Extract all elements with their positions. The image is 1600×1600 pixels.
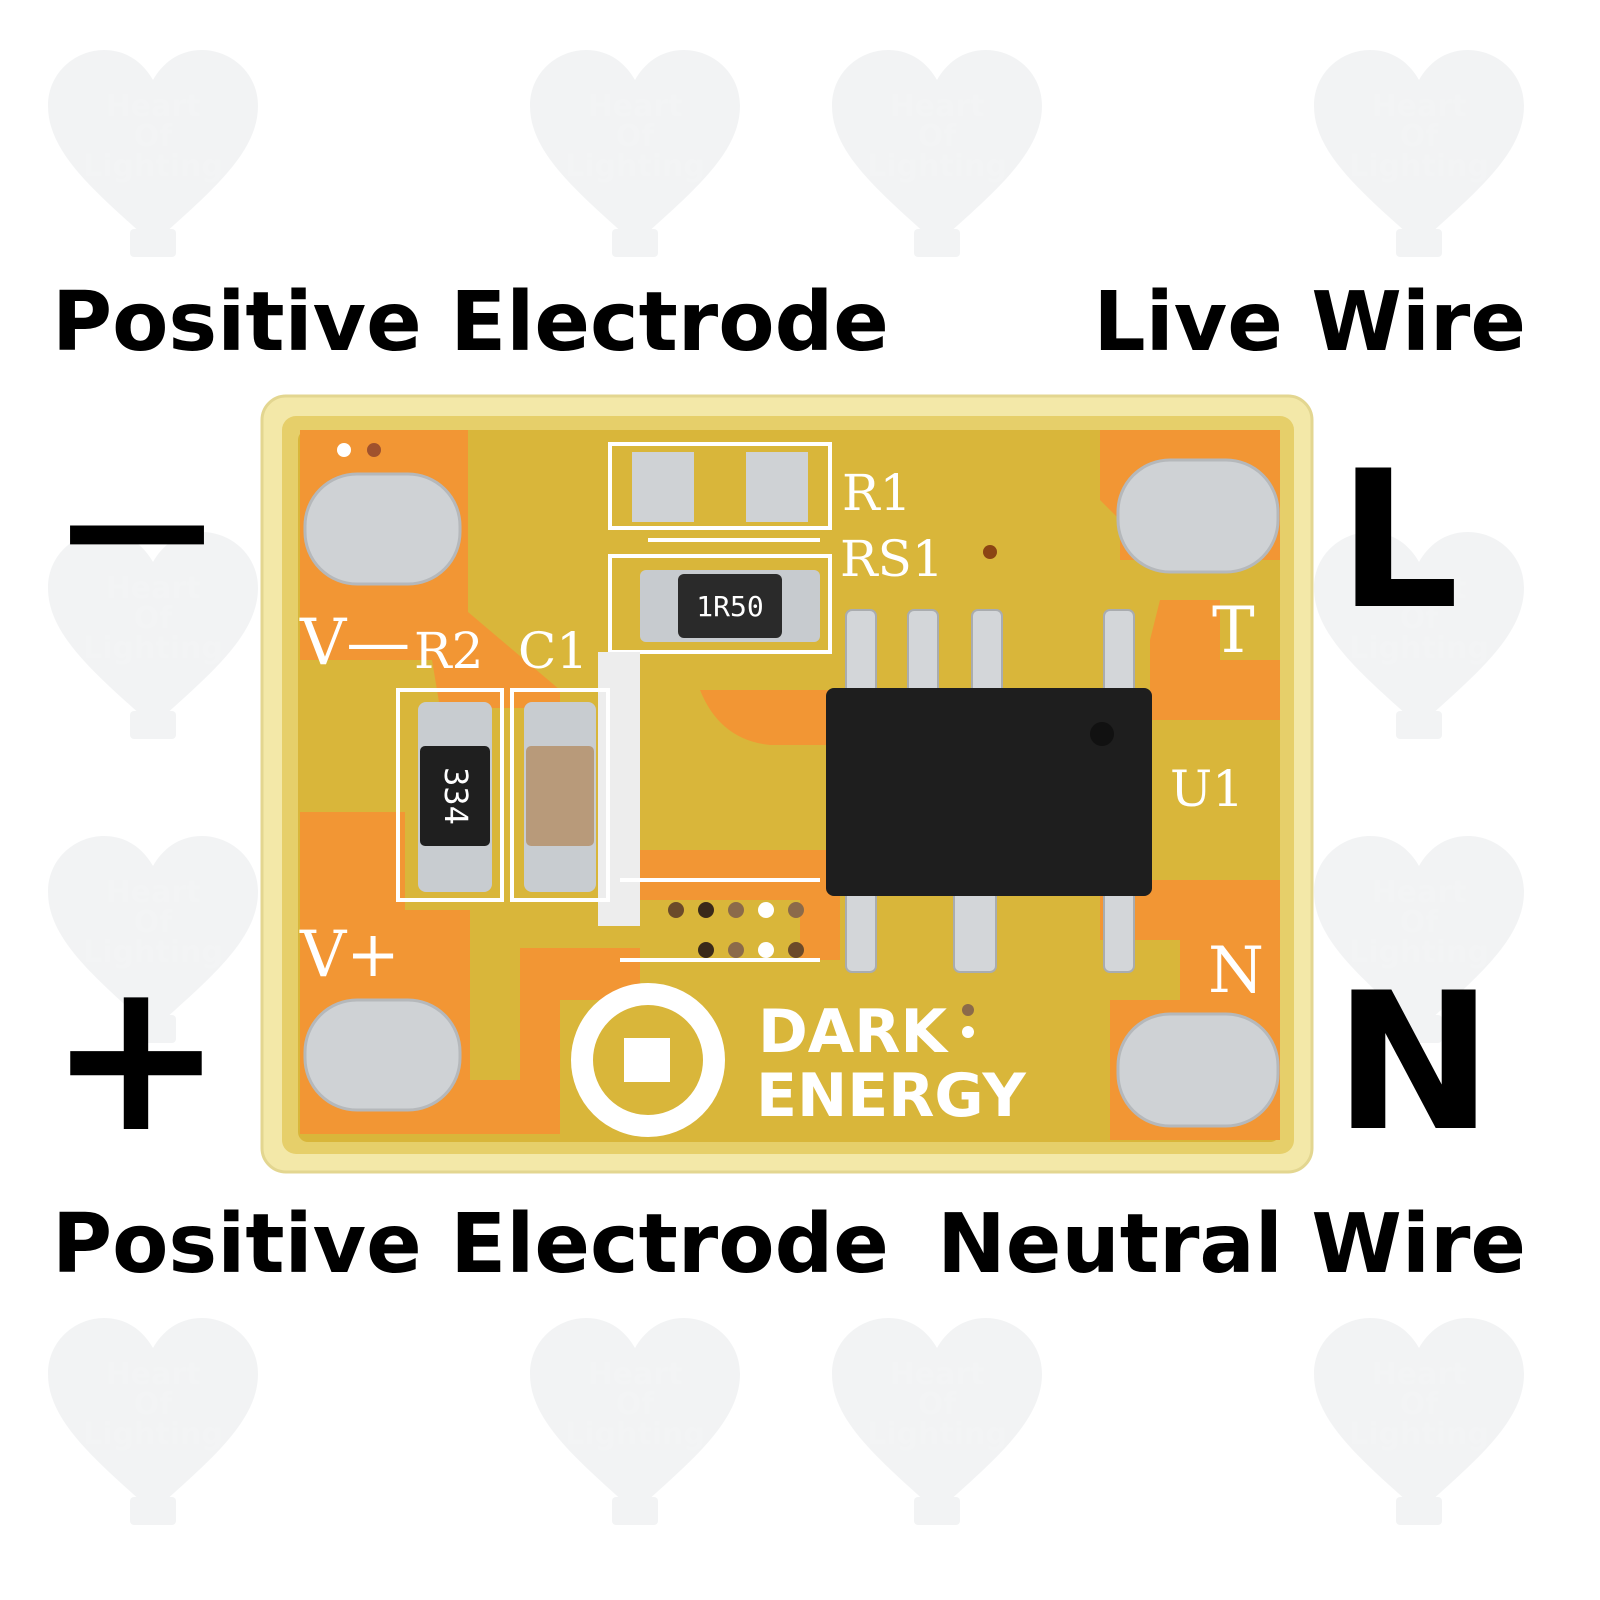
silk-v-minus: V— xyxy=(299,606,410,680)
vias xyxy=(337,443,997,1038)
resistor-rs1 xyxy=(608,554,832,654)
label-bottom-left: Positive Electrode xyxy=(52,1197,889,1292)
silk-c1: C1 xyxy=(518,622,588,680)
pad-v-minus xyxy=(303,472,462,586)
silk-t: T xyxy=(1212,594,1255,668)
silk-v-plus: V+ xyxy=(299,918,400,992)
label-top-right: Live Wire xyxy=(1093,275,1526,370)
chip-u1 xyxy=(826,688,1152,896)
silk-r2: R2 xyxy=(414,622,483,680)
pad-v-plus xyxy=(303,998,462,1112)
neutral-letter: N xyxy=(1334,952,1494,1173)
plus-symbol: + xyxy=(48,934,224,1179)
logo-line1: DARK xyxy=(758,997,949,1067)
label-bottom-right: Neutral Wire xyxy=(937,1197,1526,1292)
silk-r1: R1 xyxy=(842,464,911,522)
silk-rs1: RS1 xyxy=(840,530,944,588)
silk-n: N xyxy=(1208,934,1264,1008)
r2-code: 334 xyxy=(437,767,475,825)
logo-mark xyxy=(571,983,725,1137)
label-top-left: Positive Electrode xyxy=(52,275,889,370)
capacitor-c1 xyxy=(510,688,610,902)
rs1-code: 1R50 xyxy=(696,590,763,623)
minus-symbol: — xyxy=(62,438,212,612)
pad-live xyxy=(1116,458,1280,574)
silk-u1: U1 xyxy=(1170,760,1244,818)
pad-neutral xyxy=(1116,1012,1280,1128)
resistor-r2 xyxy=(396,688,504,902)
live-letter: L xyxy=(1338,430,1460,651)
terminal-pads xyxy=(303,458,1280,1128)
silkscreen-bar xyxy=(598,652,640,926)
logo-line2: ENERGY xyxy=(756,1061,1027,1131)
r1-footprint xyxy=(608,442,832,530)
